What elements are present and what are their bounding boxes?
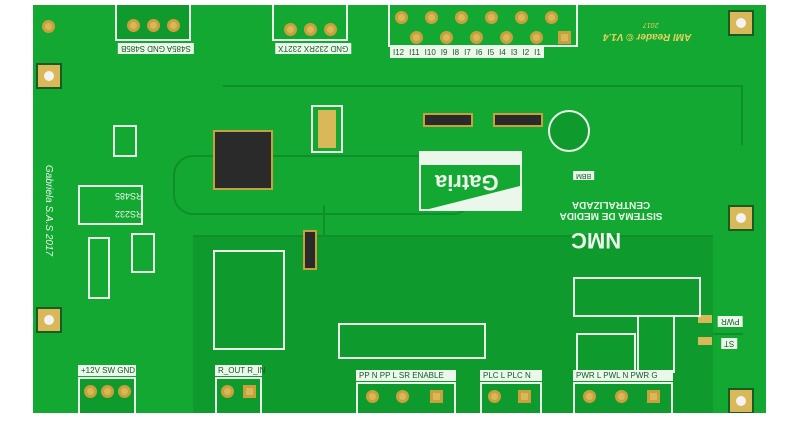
system-acronym: NMC — [571, 228, 622, 253]
mounting-hole — [36, 63, 62, 89]
inputs-connector — [388, 5, 578, 47]
input-label: I8 — [452, 48, 460, 57]
mounting-hole — [728, 205, 754, 231]
plc-connector — [480, 382, 542, 413]
pwr-connector-label: PWR L PWL N PWR G — [573, 370, 673, 381]
power-connector-label: +12V SW GND — [78, 365, 136, 376]
ic-outline — [113, 125, 137, 157]
mounting-hole — [728, 10, 754, 36]
maker-label: Gabriela S.A.S 2017 — [43, 164, 55, 257]
bbm-label: BBM — [573, 171, 595, 180]
input-label: I10 — [424, 48, 436, 57]
rs232-connector-label: GND 232RX 232TX — [275, 43, 352, 54]
pp-connector-label: PP N PP L SR ENABLE — [356, 370, 456, 381]
input-label: I4 — [499, 48, 506, 57]
relay-outline — [213, 250, 285, 350]
relay-connector-label: R_OUT R_IN — [215, 365, 265, 376]
power-connector — [78, 377, 136, 413]
mounting-hole — [36, 307, 62, 333]
input-label: I7 — [464, 48, 471, 57]
pwr-led-label: PWR — [718, 316, 743, 327]
ic-chip — [303, 230, 317, 270]
header-outline — [88, 237, 110, 299]
input-label: I11 — [409, 48, 420, 57]
module-outline — [338, 323, 486, 359]
microcontroller-chip — [213, 130, 273, 190]
input-label: I5 — [487, 48, 495, 57]
rs232-label: RS232 — [115, 209, 143, 219]
input-label: I2 — [522, 48, 530, 57]
st-led-label: ST — [721, 338, 738, 349]
rs-select-jumpers — [78, 185, 143, 225]
system-title: SISTEMA DE MEDIDA CENTRALIZADA — [559, 199, 663, 221]
via-pad — [42, 20, 55, 33]
pwr-connector — [573, 382, 673, 413]
input-label: I1 — [534, 48, 541, 57]
input-label: I3 — [510, 48, 518, 57]
input-label: I9 — [440, 48, 448, 57]
rs485-connector — [115, 5, 191, 41]
varistor-outline — [576, 333, 636, 373]
mounting-hole — [728, 388, 754, 413]
input-label: I12 — [393, 48, 405, 57]
led — [698, 337, 712, 345]
transformer-outline — [573, 277, 701, 317]
brand-logo-text: Gatria — [435, 170, 499, 195]
product-name: AMI Reader © V1.4 — [603, 31, 692, 42]
battery-holder — [548, 110, 590, 152]
led — [698, 315, 712, 323]
rs485-connector-label: S485A GND S485B — [118, 43, 194, 54]
trace — [223, 85, 743, 145]
input-label: I6 — [475, 48, 483, 57]
pp-connector — [356, 382, 456, 413]
fuse-outline — [637, 315, 675, 373]
ic-outline — [131, 233, 155, 273]
product-year: 2017 — [643, 21, 659, 28]
rs232-connector — [272, 5, 348, 41]
ic-chip — [493, 113, 543, 127]
brand-logo: Gatria — [419, 151, 522, 211]
inputs-connector-label: I12 I11 I10 I9 I8 I7 I6 I5 I4 I3 I2 I1 — [390, 47, 544, 58]
relay-connector — [215, 377, 262, 413]
component-outline — [311, 105, 343, 153]
capacitor — [318, 110, 336, 148]
rs485-label: RS485 — [115, 191, 143, 201]
ic-chip — [423, 113, 473, 127]
plc-connector-label: PLC L PLC N — [480, 370, 542, 381]
